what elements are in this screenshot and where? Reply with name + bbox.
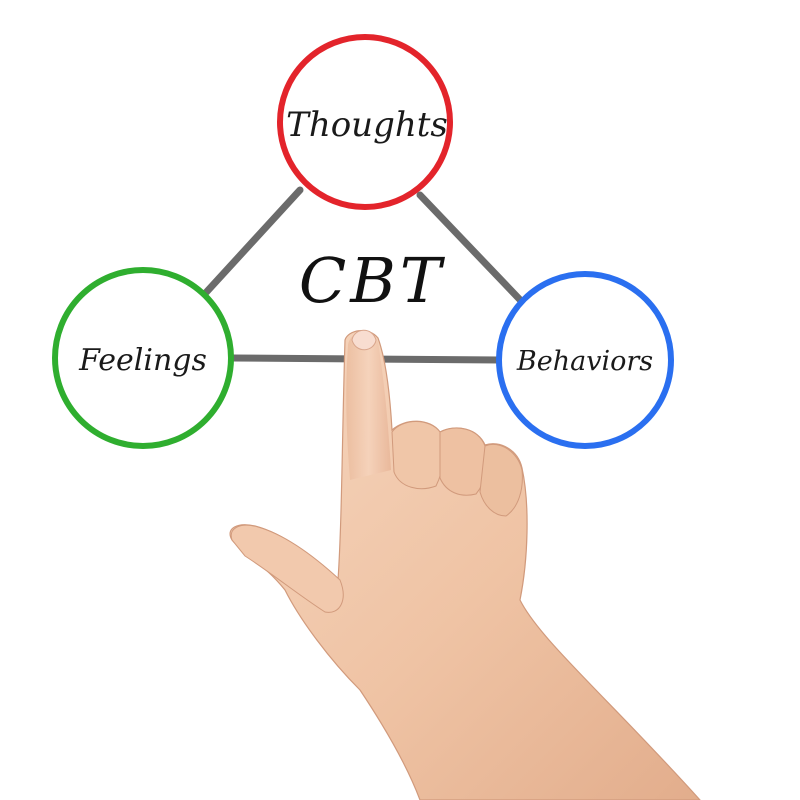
index-finger xyxy=(346,332,391,480)
center-label: CBT xyxy=(299,244,446,317)
fingernail xyxy=(351,329,377,351)
ring-finger-fold xyxy=(439,427,488,496)
edge-thoughts-behaviors xyxy=(416,191,529,309)
thumb xyxy=(230,524,344,613)
node-thoughts-circle xyxy=(277,34,453,210)
node-behaviors: Behaviors xyxy=(496,271,674,449)
node-behaviors-label: Behaviors xyxy=(516,346,653,377)
node-feelings-label: Feelings xyxy=(78,343,207,378)
node-behaviors-circle xyxy=(496,271,674,449)
node-thoughts-label: Thoughts xyxy=(286,105,448,145)
pointing-hand-icon xyxy=(229,329,701,800)
edge-thoughts-feelings xyxy=(186,186,304,314)
node-feelings: Feelings xyxy=(52,267,234,449)
middle-finger-fold xyxy=(391,421,444,490)
node-thoughts: Thoughts xyxy=(277,34,453,210)
little-finger-fold xyxy=(479,444,523,517)
node-feelings-circle xyxy=(52,267,234,449)
